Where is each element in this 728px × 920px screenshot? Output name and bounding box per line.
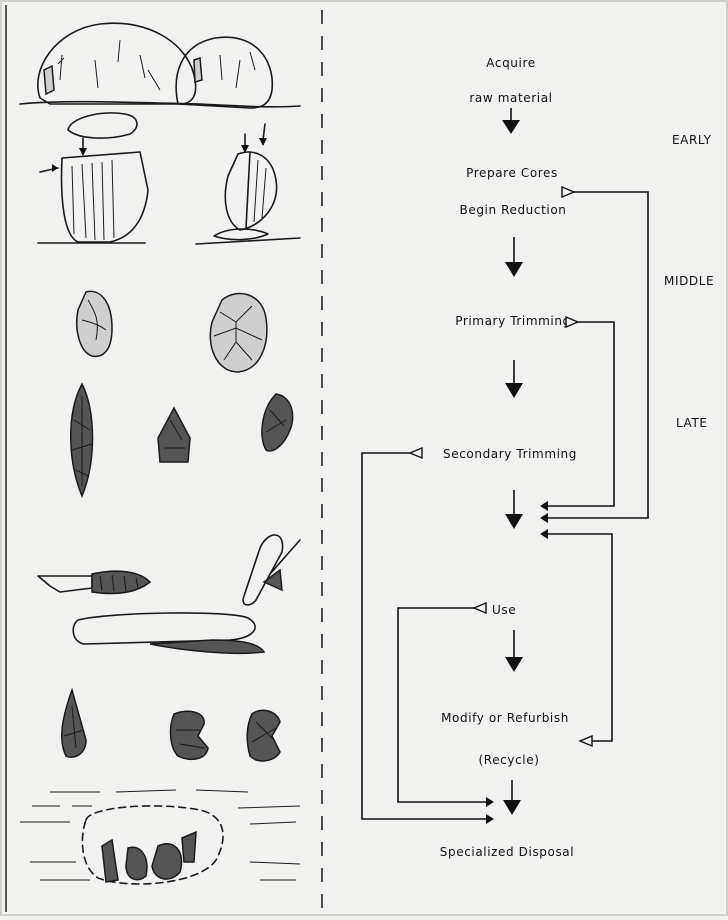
illustration-tool-use xyxy=(38,535,300,653)
step-specialized-disposal: Specialized Disposal xyxy=(440,845,574,859)
loop-use-to-disposal xyxy=(398,603,494,807)
feedback-loop-early xyxy=(540,187,648,523)
step-acquire-line1: Acquire xyxy=(486,56,535,70)
down-arrow-3 xyxy=(505,360,523,398)
illustration-core-splitting xyxy=(38,113,300,244)
illustration-reworked-tools xyxy=(62,690,280,761)
step-recycle: (Recycle) xyxy=(479,753,540,767)
illustration-boulders xyxy=(20,23,300,108)
step-secondary-trimming: Secondary Trimming xyxy=(443,447,577,461)
illustration-preforms xyxy=(71,384,293,496)
feedback-loop-middle xyxy=(540,317,614,511)
loop-secondary-to-disposal xyxy=(362,448,494,824)
step-primary-trimming: Primary Trimming xyxy=(455,314,571,328)
down-arrow-5 xyxy=(505,630,523,672)
step-acquire-line2: raw material xyxy=(469,91,552,105)
down-arrow-4 xyxy=(505,490,523,529)
step-prepare-cores: Prepare Cores xyxy=(466,166,558,180)
step-modify-refurbish: Modify or Refurbish xyxy=(441,711,569,725)
stage-label-middle: MIDDLE xyxy=(664,274,714,288)
down-arrow-6 xyxy=(503,780,521,815)
stage-label-early: EARLY xyxy=(672,133,712,147)
illustration-cache-disposal xyxy=(20,790,300,884)
step-use: Use xyxy=(492,603,516,617)
down-arrow-2 xyxy=(505,237,523,277)
stage-label-late: LATE xyxy=(676,416,708,430)
down-arrow-1 xyxy=(502,108,520,134)
step-begin-reduction: Begin Reduction xyxy=(460,203,567,217)
illustration-blanks xyxy=(77,291,267,372)
